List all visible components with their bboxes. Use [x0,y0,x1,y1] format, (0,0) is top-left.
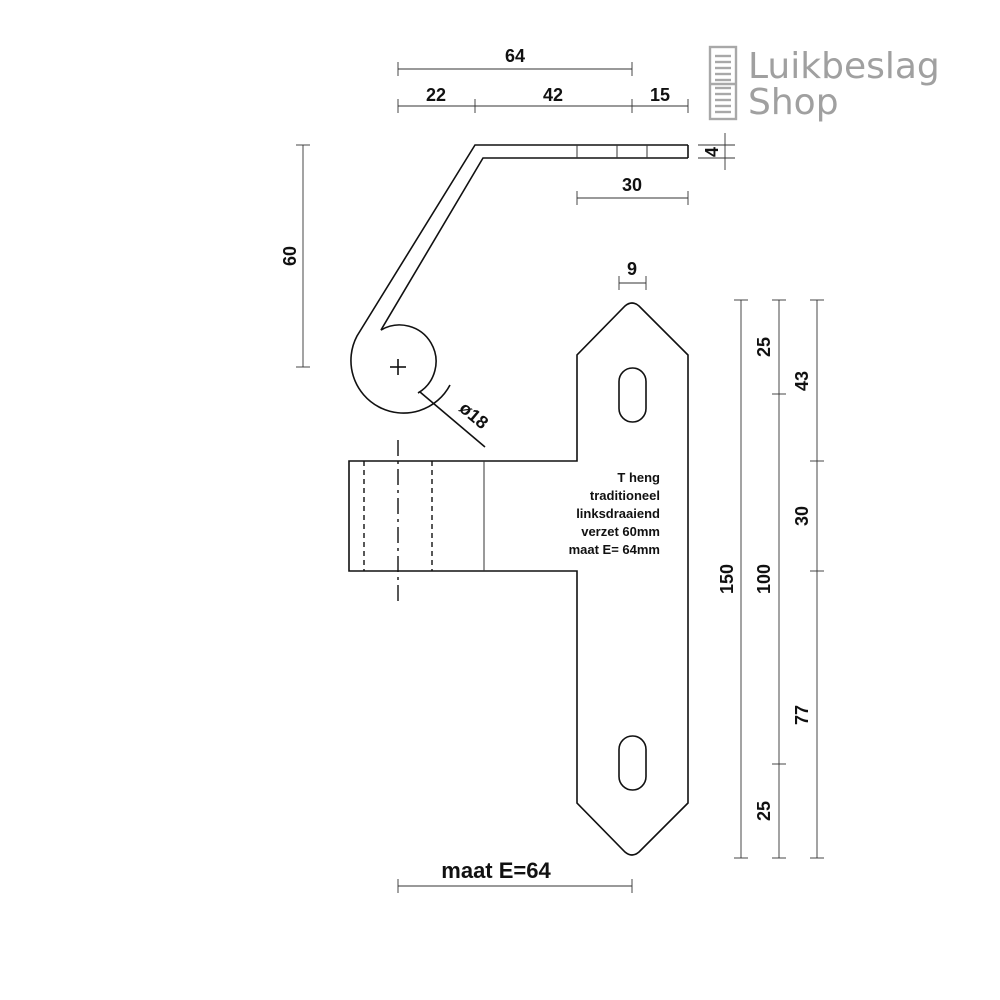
dim-label-30-right: 30 [792,506,812,526]
dim-flat-end: 30 [576,175,689,205]
dim-hole-spacing: 25 100 25 [754,299,786,859]
dim-label-9: 9 [627,259,637,279]
note-line-4: verzet 60mm [581,524,660,539]
dim-label-30-top: 30 [622,175,642,195]
center-cross [390,359,406,375]
dim-total-length: 150 [717,299,748,859]
dim-label-4: 4 [702,147,722,157]
hinge-front-view [348,302,689,856]
slot-hole-bottom [618,735,647,791]
dim-label-22: 22 [426,85,446,105]
dim-label-60: 60 [280,246,300,266]
logo-text-line2: Shop [748,82,839,123]
note-line-1: T heng [617,470,660,485]
dim-label-15: 15 [650,85,670,105]
logo-icon [708,45,738,121]
logo-text-line1: Luikbeslag [748,46,940,87]
dim-top-segments: 22 42 15 [397,85,689,113]
dim-label-64: 64 [505,46,525,66]
dim-label-43: 43 [792,371,812,391]
dim-offset: 60 [280,144,310,368]
shop-logo: Luikbeslag Shop [708,45,940,123]
dim-thickness: 4 [698,133,735,170]
note-line-3: linksdraaiend [576,506,660,521]
dim-slot-width: 9 [618,259,647,290]
dim-label-77: 77 [792,705,812,725]
dim-segments-right: 43 30 77 [792,299,824,859]
dim-label-25-bottom: 25 [754,801,774,821]
maat-e-label: maat E=64 [441,858,551,883]
dim-label-42: 42 [543,85,563,105]
note-line-2: traditioneel [590,488,660,503]
dim-label-25-top: 25 [754,337,774,357]
dim-label-100: 100 [754,564,774,594]
dim-top-overall: 64 [397,46,633,76]
slot-hole-top [618,367,647,423]
dim-maat-e: maat E=64 [397,858,633,893]
note-line-5: maat E= 64mm [569,542,660,557]
product-note: T heng traditioneel linksdraaiend verzet… [569,470,660,557]
dim-label-150: 150 [717,564,737,594]
